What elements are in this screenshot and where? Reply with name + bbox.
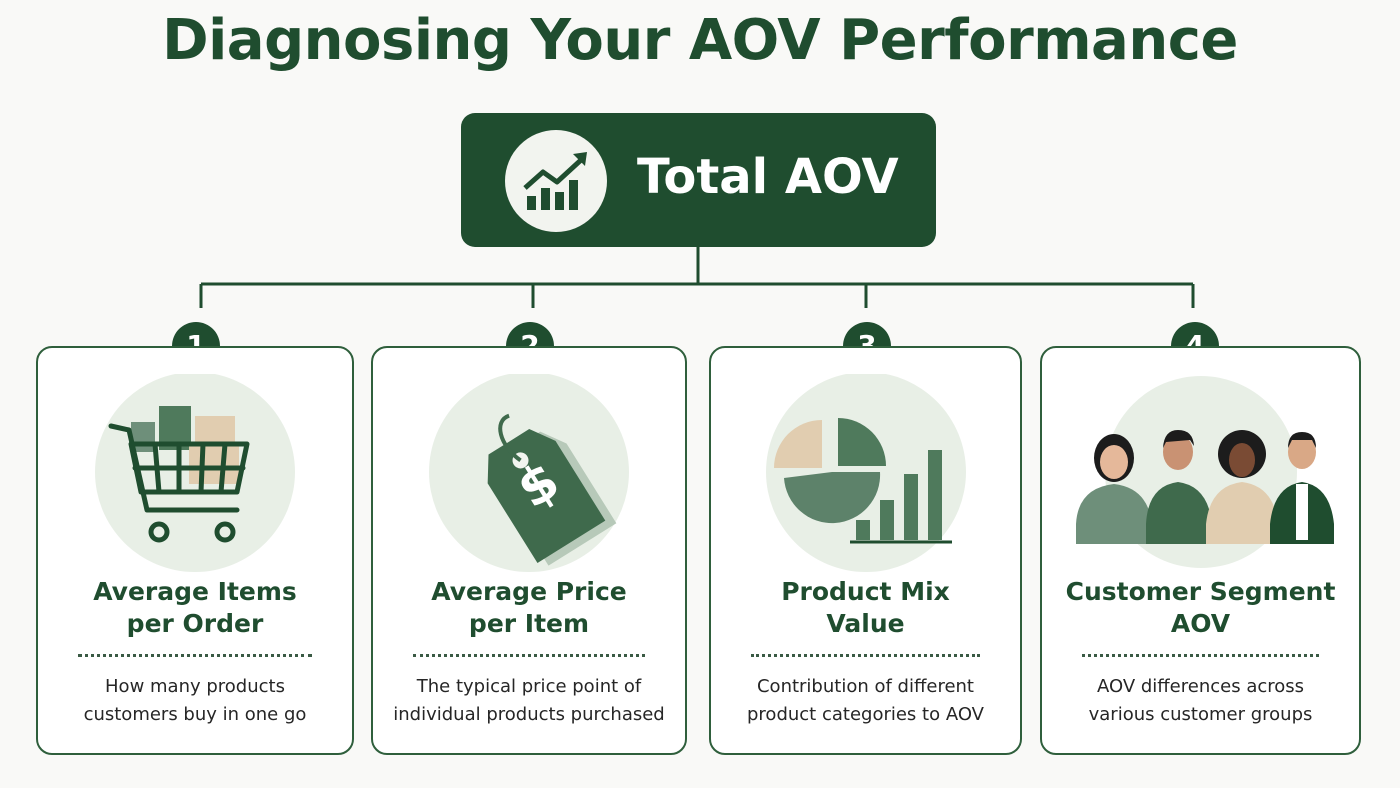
card-description: AOV differences across various customer … xyxy=(1088,676,1313,725)
card-average-items-per-order: Average Items per Order How many product… xyxy=(36,346,354,755)
card-description: The typical price point of individual pr… xyxy=(393,676,665,725)
dotted-divider xyxy=(413,654,645,657)
pie-bar-chart-icon xyxy=(756,372,976,574)
dotted-divider xyxy=(1082,654,1319,657)
card-average-price-per-item: $ Average Price per Item The typical pri… xyxy=(371,346,687,755)
card-product-mix-value: Product Mix Value Contribution of differ… xyxy=(709,346,1022,755)
card-description: Contribution of different product catego… xyxy=(747,676,984,725)
root-node-total-aov: Total AOV xyxy=(461,113,936,247)
page-title: Diagnosing Your AOV Performance xyxy=(162,8,1238,73)
dotted-divider xyxy=(78,654,312,657)
card-title: Average Items per Order xyxy=(93,577,297,638)
customer-group-icon xyxy=(1056,374,1346,574)
growth-chart-icon xyxy=(505,130,607,232)
dotted-divider xyxy=(751,654,980,657)
shopping-cart-icon xyxy=(85,372,305,574)
card-title: Product Mix Value xyxy=(781,577,950,638)
card-description: How many products customers buy in one g… xyxy=(83,676,307,725)
root-label: Total AOV xyxy=(637,149,899,205)
card-title: Customer Segment AOV xyxy=(1065,577,1336,638)
price-tag-icon: $ xyxy=(419,372,639,574)
card-customer-segment-aov: Customer Segment AOV AOV differences acr… xyxy=(1040,346,1361,755)
card-title: Average Price per Item xyxy=(431,577,627,638)
